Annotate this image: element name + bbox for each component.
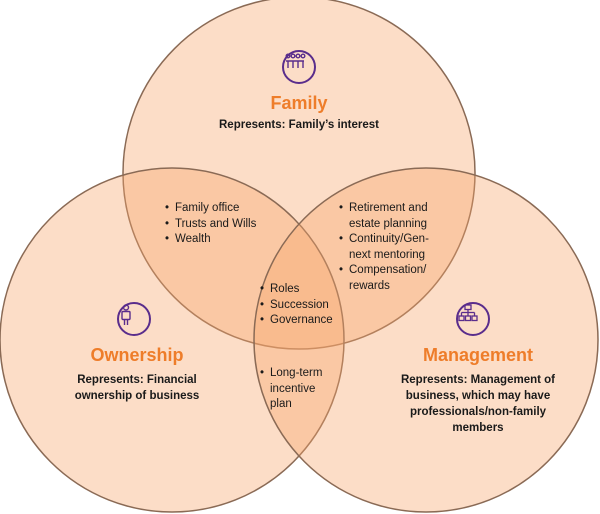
ownership-circle xyxy=(0,167,345,513)
list-item-line: Retirement and xyxy=(349,202,428,214)
ownership-subtitle: Represents: Financial ownership of busin… xyxy=(52,372,222,404)
list-item: Long-term incentive plan xyxy=(260,366,322,413)
list-item-line: estate planning xyxy=(349,217,428,230)
list-item: Family office xyxy=(165,201,256,217)
list-item-line: next mentoring xyxy=(349,248,426,261)
list-item: Retirement and estate planning xyxy=(339,201,429,232)
list-item: Governance xyxy=(260,313,333,329)
management-subtitle-line: business, which may have xyxy=(405,390,551,402)
family-management-list: Retirement and estate planning Continuit… xyxy=(339,201,429,294)
list-item: Wealth xyxy=(165,232,256,248)
family-title: Family xyxy=(270,93,328,113)
list-item: Trusts and Wills xyxy=(165,217,256,233)
management-subtitle-line: members xyxy=(452,422,504,434)
list-item: Succession xyxy=(260,298,333,314)
management-title: Management xyxy=(422,345,534,365)
family-ownership-list: Family office Trusts and Wills Wealth xyxy=(165,201,256,248)
center-list: Roles Succession Governance xyxy=(260,282,333,329)
family-group-icon xyxy=(282,50,316,84)
ownership-title: Ownership xyxy=(90,345,184,365)
ownership-subtitle-line: Represents: Financial xyxy=(77,374,197,386)
org-chart-icon xyxy=(456,302,490,336)
ownership-management-list: Long-term incentive plan xyxy=(260,366,322,413)
management-subtitle-line: Represents: Management of xyxy=(400,374,555,386)
ownership-subtitle-line: ownership of business xyxy=(74,390,200,402)
family-subtitle: Represents: Family’s interest xyxy=(219,119,379,131)
management-subtitle-line: professionals/non-family xyxy=(409,406,547,418)
list-item: Continuity/Gen- next mentoring xyxy=(339,232,429,263)
management-subtitle: Represents: Management of business, whic… xyxy=(388,372,568,436)
list-item-line: Long-term xyxy=(270,367,323,379)
list-item-line: Continuity/Gen- xyxy=(349,233,429,245)
person-icon xyxy=(117,302,151,336)
list-item: Roles xyxy=(260,282,333,298)
list-item: Compensation/ rewards xyxy=(339,263,429,294)
list-item-line: Compensation/ xyxy=(349,264,427,276)
list-item-line: incentive xyxy=(270,382,316,395)
list-item-line: plan xyxy=(270,398,292,410)
list-item-line: rewards xyxy=(349,279,390,292)
